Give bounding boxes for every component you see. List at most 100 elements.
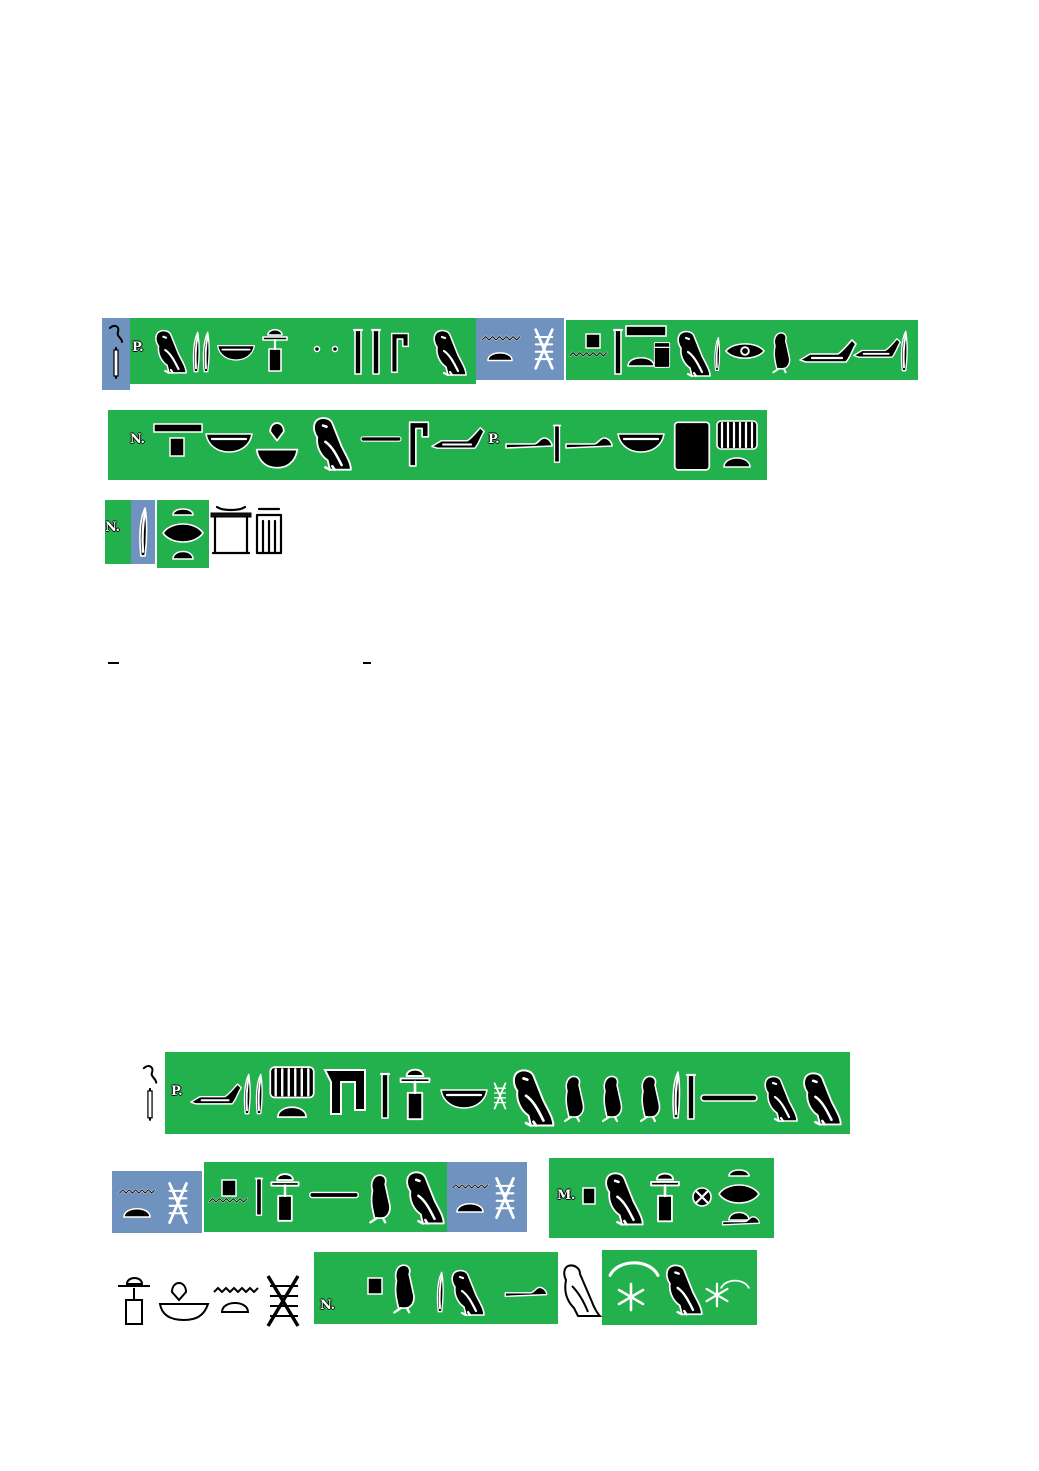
- reed-leaf-glyph: [243, 1072, 252, 1116]
- ladder-glyph: [534, 328, 554, 370]
- loaf-glyph: [627, 356, 655, 367]
- falcon-glyph: [802, 1071, 843, 1126]
- line3-blue-block: [131, 500, 155, 564]
- eye-glyph: [725, 343, 765, 359]
- column-glyph: [379, 1072, 391, 1120]
- line6-free-glyphs-a: [112, 1270, 312, 1332]
- chick-glyph: [369, 1173, 392, 1224]
- line5-green-block-a: [204, 1162, 447, 1232]
- basket-glyph: [216, 344, 256, 361]
- basket-glyph: [204, 432, 254, 454]
- star-glyph: [617, 1282, 645, 1312]
- reed-leaf-glyph: [436, 1271, 445, 1313]
- beast-glyph: [798, 338, 858, 364]
- line5-green-block-b: M.: [549, 1158, 774, 1238]
- line3-green-block-a: N.: [105, 500, 131, 564]
- basket-glyph: [439, 1088, 489, 1110]
- sickle-glyph: [608, 1261, 660, 1277]
- falcon-glyph: [154, 329, 188, 374]
- chick-glyph: [563, 1075, 585, 1123]
- falcon-glyph: [665, 1264, 704, 1316]
- lotus-glyph: [715, 419, 759, 469]
- reed-leaf-glyph: [192, 331, 201, 373]
- arm-glyph: [565, 437, 613, 449]
- jar-glyph: [653, 341, 671, 369]
- line2-marker-a: N.: [130, 432, 145, 447]
- arm-glyph: [505, 437, 553, 449]
- beast-glyph: [430, 426, 486, 450]
- line4-marker-a: P.: [171, 1084, 183, 1099]
- tie-glyph: [700, 1094, 758, 1102]
- crook-glyph: [408, 421, 430, 467]
- line3-green-block-b: [157, 500, 209, 568]
- line4-green-block: P.: [165, 1052, 850, 1134]
- line5-blue-block-a: [112, 1171, 202, 1233]
- arm-glyph: [504, 1286, 548, 1298]
- water-glyph: [568, 351, 608, 357]
- cross-glyph: [691, 1186, 713, 1208]
- falcon-glyph: [512, 1068, 555, 1127]
- line5-blue-block-b: [447, 1162, 527, 1232]
- water-glyph: [481, 335, 521, 341]
- ladder-glyph: [168, 1181, 188, 1225]
- reed-leaf-glyph: [713, 336, 721, 372]
- water-glyph: [451, 1183, 489, 1189]
- tie-glyph: [360, 436, 402, 442]
- beast-glyph: [189, 1082, 243, 1106]
- line1-green-block-a: P.: [130, 318, 476, 384]
- quail-chick-glyph: [772, 331, 791, 374]
- column-glyph: [552, 424, 562, 464]
- line2-marker-b: P.: [488, 432, 500, 447]
- hut-glyph: [255, 507, 283, 555]
- cobra-icon: [102, 318, 130, 390]
- chick-glyph: [393, 1263, 416, 1314]
- line2-green-block: N. P.: [108, 410, 767, 480]
- line6-green-block-b: [602, 1250, 757, 1325]
- falcon-glyph: [677, 330, 712, 378]
- stack-glyph: [718, 1169, 760, 1221]
- star-glyph: [705, 1282, 729, 1308]
- line6-green-block-a: N.: [314, 1252, 558, 1324]
- ring-glyph: [331, 345, 339, 353]
- basket-glyph: [616, 432, 666, 454]
- sickle-glyph: [720, 1278, 750, 1290]
- loaf-glyph: [456, 1202, 484, 1213]
- reed-leaf-glyph: [671, 1070, 681, 1120]
- stand-glyph: [261, 328, 289, 373]
- falcon-glyph: [451, 1269, 486, 1317]
- column-glyph: [352, 328, 364, 376]
- column-glyph: [685, 1073, 697, 1121]
- line6-marker-a: N.: [320, 1298, 335, 1313]
- stack-glyph: [162, 508, 204, 560]
- shrine-glyph: [209, 505, 253, 555]
- reed-leaf-glyph: [202, 331, 211, 373]
- cobra-icon: [136, 1060, 164, 1126]
- falcon-glyph: [763, 1075, 799, 1123]
- chick-glyph: [601, 1075, 623, 1123]
- water-glyph: [118, 1188, 156, 1194]
- water-glyph: [208, 1197, 249, 1204]
- line6-free-owl: [558, 1262, 603, 1318]
- column-glyph: [254, 1177, 264, 1217]
- loaf-glyph: [487, 352, 513, 362]
- column-glyph: [370, 328, 382, 376]
- separator-dash-left: [108, 662, 119, 664]
- line5-marker-a: M.: [557, 1188, 575, 1203]
- reed-leaf-glyph: [255, 1072, 264, 1116]
- stand-glyph: [270, 1172, 300, 1223]
- beast-glyph: [852, 337, 902, 359]
- line1-green-block-b: [566, 320, 918, 380]
- falcon-glyph: [433, 329, 468, 377]
- stand-glyph: [649, 1172, 681, 1223]
- block-glyph: [673, 421, 711, 471]
- falcon-glyph: [405, 1171, 445, 1225]
- reed-leaf-glyph: [138, 506, 148, 558]
- tie-glyph: [308, 1191, 360, 1199]
- column-glyph: [612, 328, 624, 376]
- line1-blue-block: [476, 318, 564, 380]
- lotus-glyph: [268, 1065, 316, 1119]
- crook-glyph: [390, 332, 410, 374]
- reed-leaf-glyph: [900, 330, 909, 372]
- chick-glyph: [639, 1075, 661, 1123]
- stand-glyph: [399, 1068, 431, 1121]
